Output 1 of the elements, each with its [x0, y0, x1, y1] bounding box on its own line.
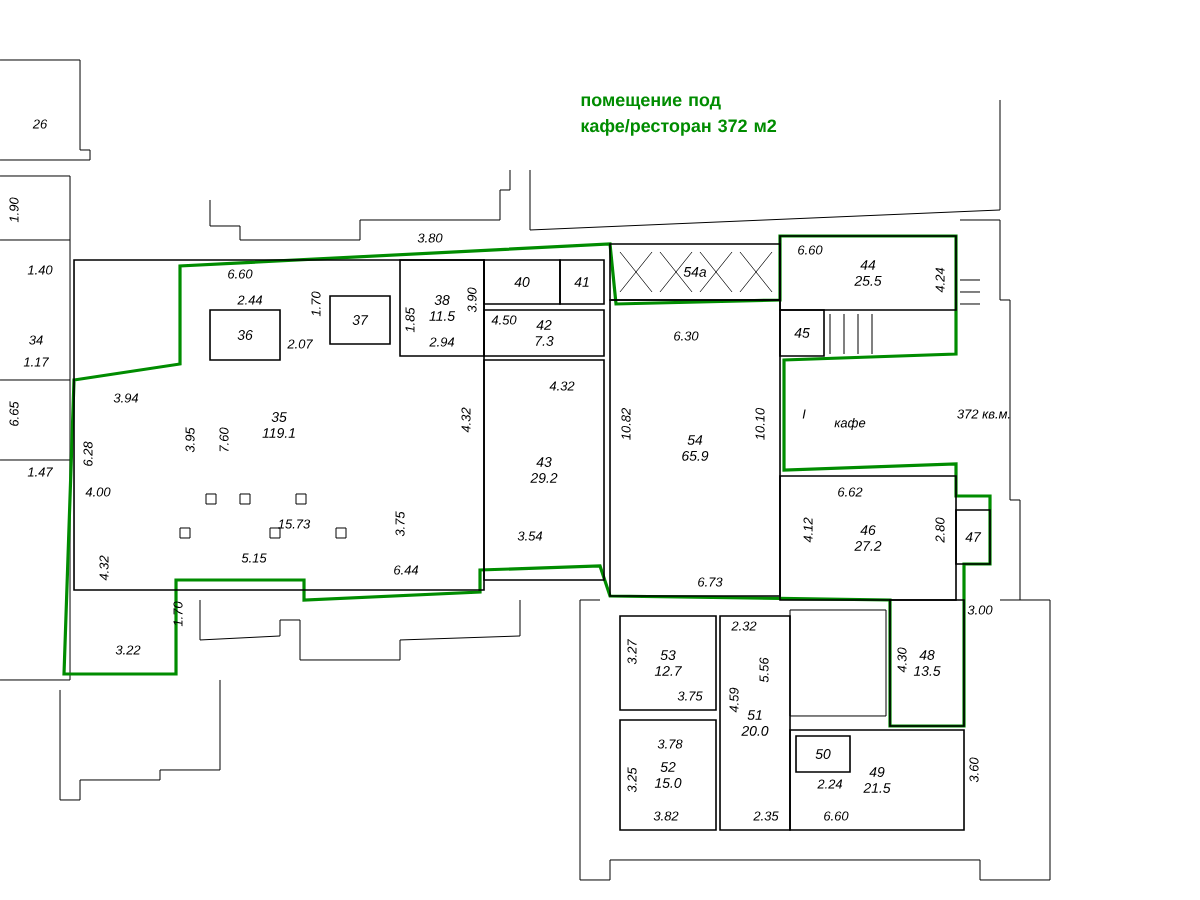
title: помещение под кафе/ресторан 372 м2 [581, 96, 777, 136]
